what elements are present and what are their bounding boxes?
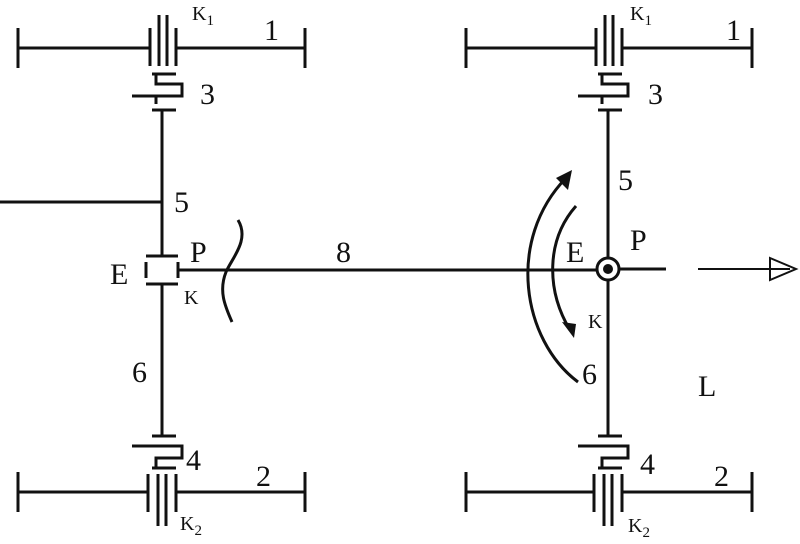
left-bottom-shaft	[16, 472, 307, 526]
left-label-5: 5	[174, 186, 189, 219]
left-bearing-top	[132, 72, 184, 112]
right-k1-label: K1	[630, 3, 652, 29]
left-label-2: 2	[256, 460, 271, 493]
right-bearing-top	[578, 72, 630, 112]
left-label-6: 6	[132, 356, 147, 389]
left-label-3: 3	[200, 78, 215, 111]
right-label-2: 2	[714, 460, 729, 493]
right-label-l: L	[698, 370, 716, 403]
right-label-3: 3	[648, 78, 663, 111]
rod-label-8: 8	[336, 236, 351, 269]
right-label-4: 4	[640, 448, 655, 481]
right-label-k: K	[588, 311, 603, 333]
right-k2-label: K2	[628, 515, 650, 541]
right-label-e: E	[566, 236, 584, 269]
left-k1-label: K1	[192, 3, 214, 29]
left-label-4: 4	[186, 444, 201, 477]
left-joint	[144, 254, 186, 286]
right-label-5: 5	[618, 164, 633, 197]
left-label-e: E	[110, 258, 128, 291]
right-mechanism: K1 1 3 5 E P K 6 L 4 2 K2	[464, 3, 799, 541]
right-top-shaft	[464, 15, 754, 68]
left-label-1: 1	[264, 14, 279, 47]
right-bearing-bottom	[578, 434, 630, 470]
right-bottom-shaft	[464, 472, 754, 526]
break-mark	[221, 219, 244, 323]
left-bearing-bottom	[132, 434, 184, 470]
left-mechanism: K1 1 3 5 E P K 6 4 2 K2	[0, 3, 307, 539]
left-top-shaft	[16, 15, 307, 68]
right-label-1: 1	[726, 14, 741, 47]
left-label-p: P	[190, 236, 207, 269]
right-label-6: 6	[582, 358, 597, 391]
left-label-k: K	[184, 287, 199, 309]
curved-double-arrow-icon	[526, 170, 579, 384]
left-k2-label: K2	[180, 513, 202, 539]
right-label-p: P	[630, 224, 647, 257]
pivot-joint-icon	[595, 256, 666, 282]
right-arrow-icon	[698, 256, 799, 282]
